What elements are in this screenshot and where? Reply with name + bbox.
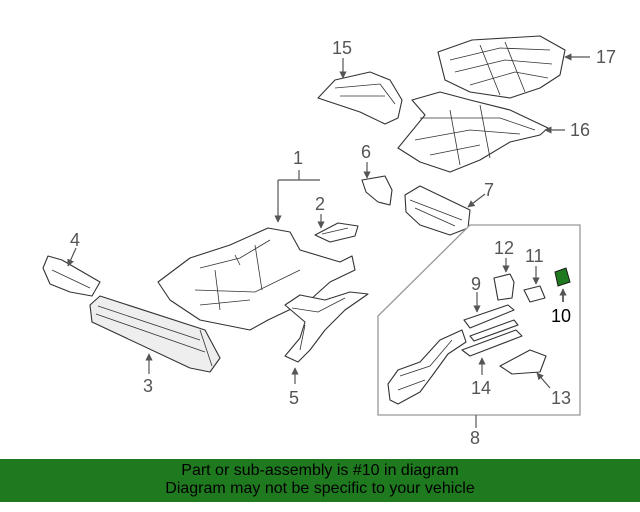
part-9-reinforcement[interactable]	[463, 304, 515, 329]
svg-text:5: 5	[289, 388, 299, 408]
svg-text:11: 11	[525, 246, 544, 266]
callout-6: 6	[361, 142, 371, 179]
part-7-crossmember[interactable]	[404, 185, 471, 236]
callout-10: 10	[551, 288, 571, 326]
part-2-plate[interactable]	[314, 222, 359, 243]
part-15-rear-bracket[interactable]	[317, 71, 403, 125]
svg-text:9: 9	[471, 274, 481, 294]
callout-7: 7	[467, 180, 494, 208]
callout-5: 5	[289, 367, 299, 408]
callout-15: 15	[332, 38, 352, 79]
info-banner: Part or sub-assembly is #10 in diagram D…	[0, 459, 640, 502]
svg-text:10: 10	[551, 306, 571, 326]
svg-text:15: 15	[332, 38, 352, 58]
part-11-bracket[interactable]	[523, 285, 546, 303]
part-1-floor-pan[interactable]	[157, 227, 356, 331]
callout-16: 16	[544, 120, 590, 140]
svg-text:6: 6	[361, 142, 371, 162]
svg-text:4: 4	[70, 230, 80, 250]
callout-8: 8	[470, 415, 480, 448]
svg-text:17: 17	[596, 47, 616, 67]
callout-3: 3	[143, 353, 153, 396]
part-10-highlighted[interactable]	[554, 267, 571, 287]
part-14-reinforcement[interactable]	[461, 319, 523, 357]
svg-text:3: 3	[143, 376, 153, 396]
callout-1: 1	[274, 148, 320, 223]
callout-11: 11	[525, 246, 544, 285]
part-6-bracket[interactable]	[361, 175, 393, 206]
callout-12: 12	[494, 238, 514, 273]
part-5-longitudinal-member[interactable]	[284, 291, 369, 363]
part-16-rear-floor-assembly[interactable]	[397, 91, 549, 173]
svg-text:16: 16	[570, 120, 590, 140]
part-12-bracket[interactable]	[493, 273, 515, 301]
part-4-side-bracket[interactable]	[42, 255, 101, 297]
callout-17: 17	[564, 47, 616, 67]
part-17-rear-floor-pan[interactable]	[437, 35, 566, 99]
svg-text:1: 1	[293, 148, 303, 168]
svg-text:13: 13	[551, 388, 571, 408]
callout-4: 4	[67, 230, 80, 267]
callout-2: 2	[315, 194, 325, 229]
svg-text:8: 8	[470, 428, 480, 448]
part-3-rocker-panel[interactable]	[89, 295, 221, 373]
callout-13: 13	[536, 372, 571, 408]
part-8-rail[interactable]	[387, 329, 467, 405]
banner-line-2: Diagram may not be specific to your vehi…	[165, 480, 475, 497]
callout-9: 9	[471, 274, 481, 313]
svg-text:12: 12	[494, 238, 514, 258]
callout-14: 14	[471, 357, 491, 398]
svg-text:7: 7	[484, 180, 494, 200]
svg-text:2: 2	[315, 194, 325, 214]
svg-text:14: 14	[471, 378, 491, 398]
banner-line-1: Part or sub-assembly is #10 in diagram	[181, 462, 459, 479]
part-13-panel[interactable]	[499, 349, 547, 375]
